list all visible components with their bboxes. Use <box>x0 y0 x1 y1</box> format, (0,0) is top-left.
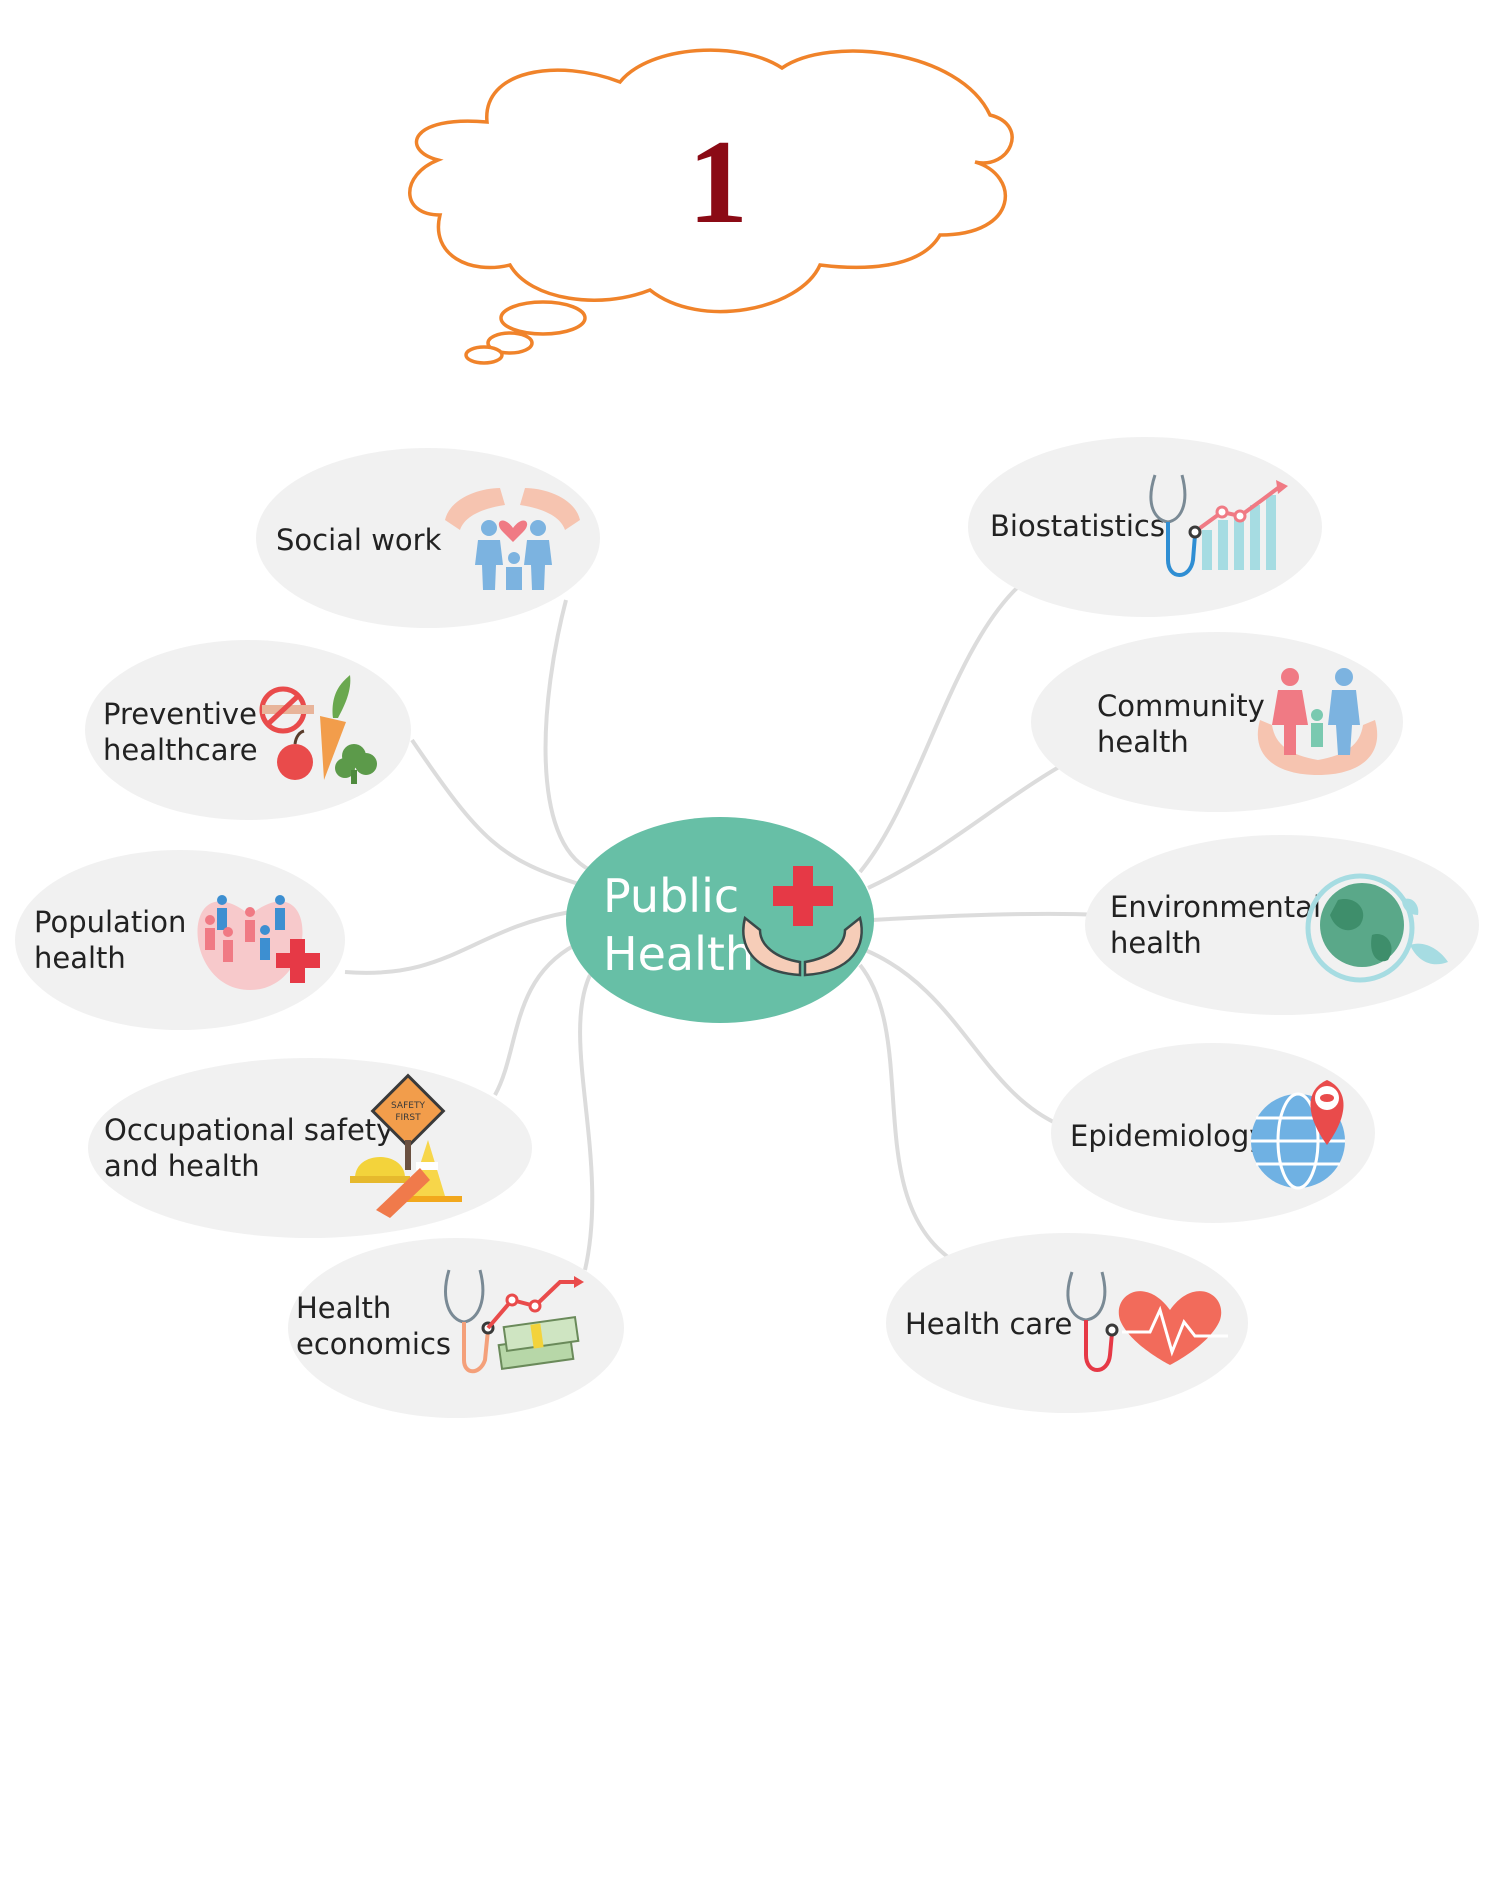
family-in-hands-icon <box>1257 668 1378 775</box>
node-health-economics-label-1: Health <box>296 1291 391 1325</box>
node-community-health-label-1: Community <box>1097 689 1265 723</box>
node-community-health-label-2: health <box>1097 725 1189 759</box>
node-health-care[interactable]: Health care <box>886 1233 1248 1413</box>
central-node[interactable]: Public Health <box>566 817 874 1023</box>
node-environmental-health-label-2: health <box>1110 926 1202 960</box>
node-preventive-healthcare-bg <box>85 640 411 820</box>
node-occupational-safety-label-1: Occupational safety <box>104 1113 393 1147</box>
thought-cloud: 1 <box>408 48 1014 365</box>
node-preventive-healthcare[interactable]: Preventive healthcare <box>85 640 411 820</box>
node-biostatistics-bg <box>968 437 1322 617</box>
node-epidemiology[interactable]: Epidemiology <box>1051 1043 1375 1223</box>
node-biostatistics[interactable]: Biostatistics <box>968 437 1322 617</box>
globe-leaf-icon <box>1305 873 1448 983</box>
stethoscope-heart-icon <box>1066 1271 1228 1372</box>
node-social-work-label-1: Social work <box>276 523 442 557</box>
globe-virus-pin-icon <box>1251 1080 1345 1190</box>
connector-environmental-health <box>871 911 1101 922</box>
node-occupational-safety[interactable]: Occupational safety and health SAFETY FI… <box>88 1058 532 1238</box>
people-in-heart-icon <box>197 895 320 990</box>
connector-social-work <box>543 599 591 872</box>
node-occupational-safety-bg <box>88 1058 532 1238</box>
connector-health-care <box>858 963 957 1264</box>
healthy-food-no-smoking-icon <box>259 675 377 784</box>
node-preventive-healthcare-label-1: Preventive <box>103 697 257 731</box>
node-epidemiology-label-1: Epidemiology <box>1070 1119 1266 1153</box>
connector-preventive-healthcare <box>410 738 583 887</box>
safety-first-sign-icon: SAFETY FIRST <box>350 1073 462 1218</box>
node-population-health[interactable]: Population health <box>15 850 345 1030</box>
connector-occupational-safety <box>493 943 576 1096</box>
cloud-bubble-small <box>464 345 504 365</box>
stethoscope-money-icon <box>444 1269 584 1374</box>
node-environmental-health-label-1: Environmental <box>1110 890 1321 924</box>
connector-biostatistics <box>858 583 1022 874</box>
node-health-care-bg <box>886 1233 1248 1413</box>
cloud-number: 1 <box>688 115 748 248</box>
cloud-bubble-large <box>499 300 587 336</box>
node-health-economics[interactable]: Health economics <box>288 1238 624 1418</box>
hands-with-cross-icon <box>742 866 863 977</box>
connector-epidemiology <box>864 948 1061 1127</box>
node-occupational-safety-label-2: and health <box>104 1149 260 1183</box>
svg-text:SAFETY: SAFETY <box>391 1101 425 1111</box>
family-under-hands-icon <box>445 488 580 590</box>
node-environmental-health[interactable]: Environmental health <box>1085 835 1479 1015</box>
stethoscope-chart-icon <box>1149 474 1288 577</box>
central-label-line1: Public <box>603 869 739 923</box>
node-health-economics-bg <box>288 1238 624 1418</box>
connector-health-economics <box>578 974 595 1271</box>
cloud-outline <box>408 48 1014 314</box>
node-preventive-healthcare-label-2: healthcare <box>103 733 258 767</box>
node-biostatistics-label-1: Biostatistics <box>990 509 1165 543</box>
node-community-health[interactable]: Community health <box>1031 632 1403 812</box>
connector-community-health <box>867 748 1091 890</box>
node-social-work[interactable]: Social work <box>256 448 600 628</box>
svg-text:FIRST: FIRST <box>395 1113 421 1123</box>
node-population-health-label-1: Population <box>34 905 186 939</box>
connector-population-health <box>344 910 571 975</box>
cloud-bubble-medium <box>486 331 534 355</box>
central-label-line2: Health <box>603 927 754 981</box>
node-population-health-label-2: health <box>34 941 126 975</box>
node-health-care-label-1: Health care <box>905 1307 1072 1341</box>
node-environmental-health-bg <box>1085 835 1479 1015</box>
node-health-economics-label-2: economics <box>296 1327 451 1361</box>
